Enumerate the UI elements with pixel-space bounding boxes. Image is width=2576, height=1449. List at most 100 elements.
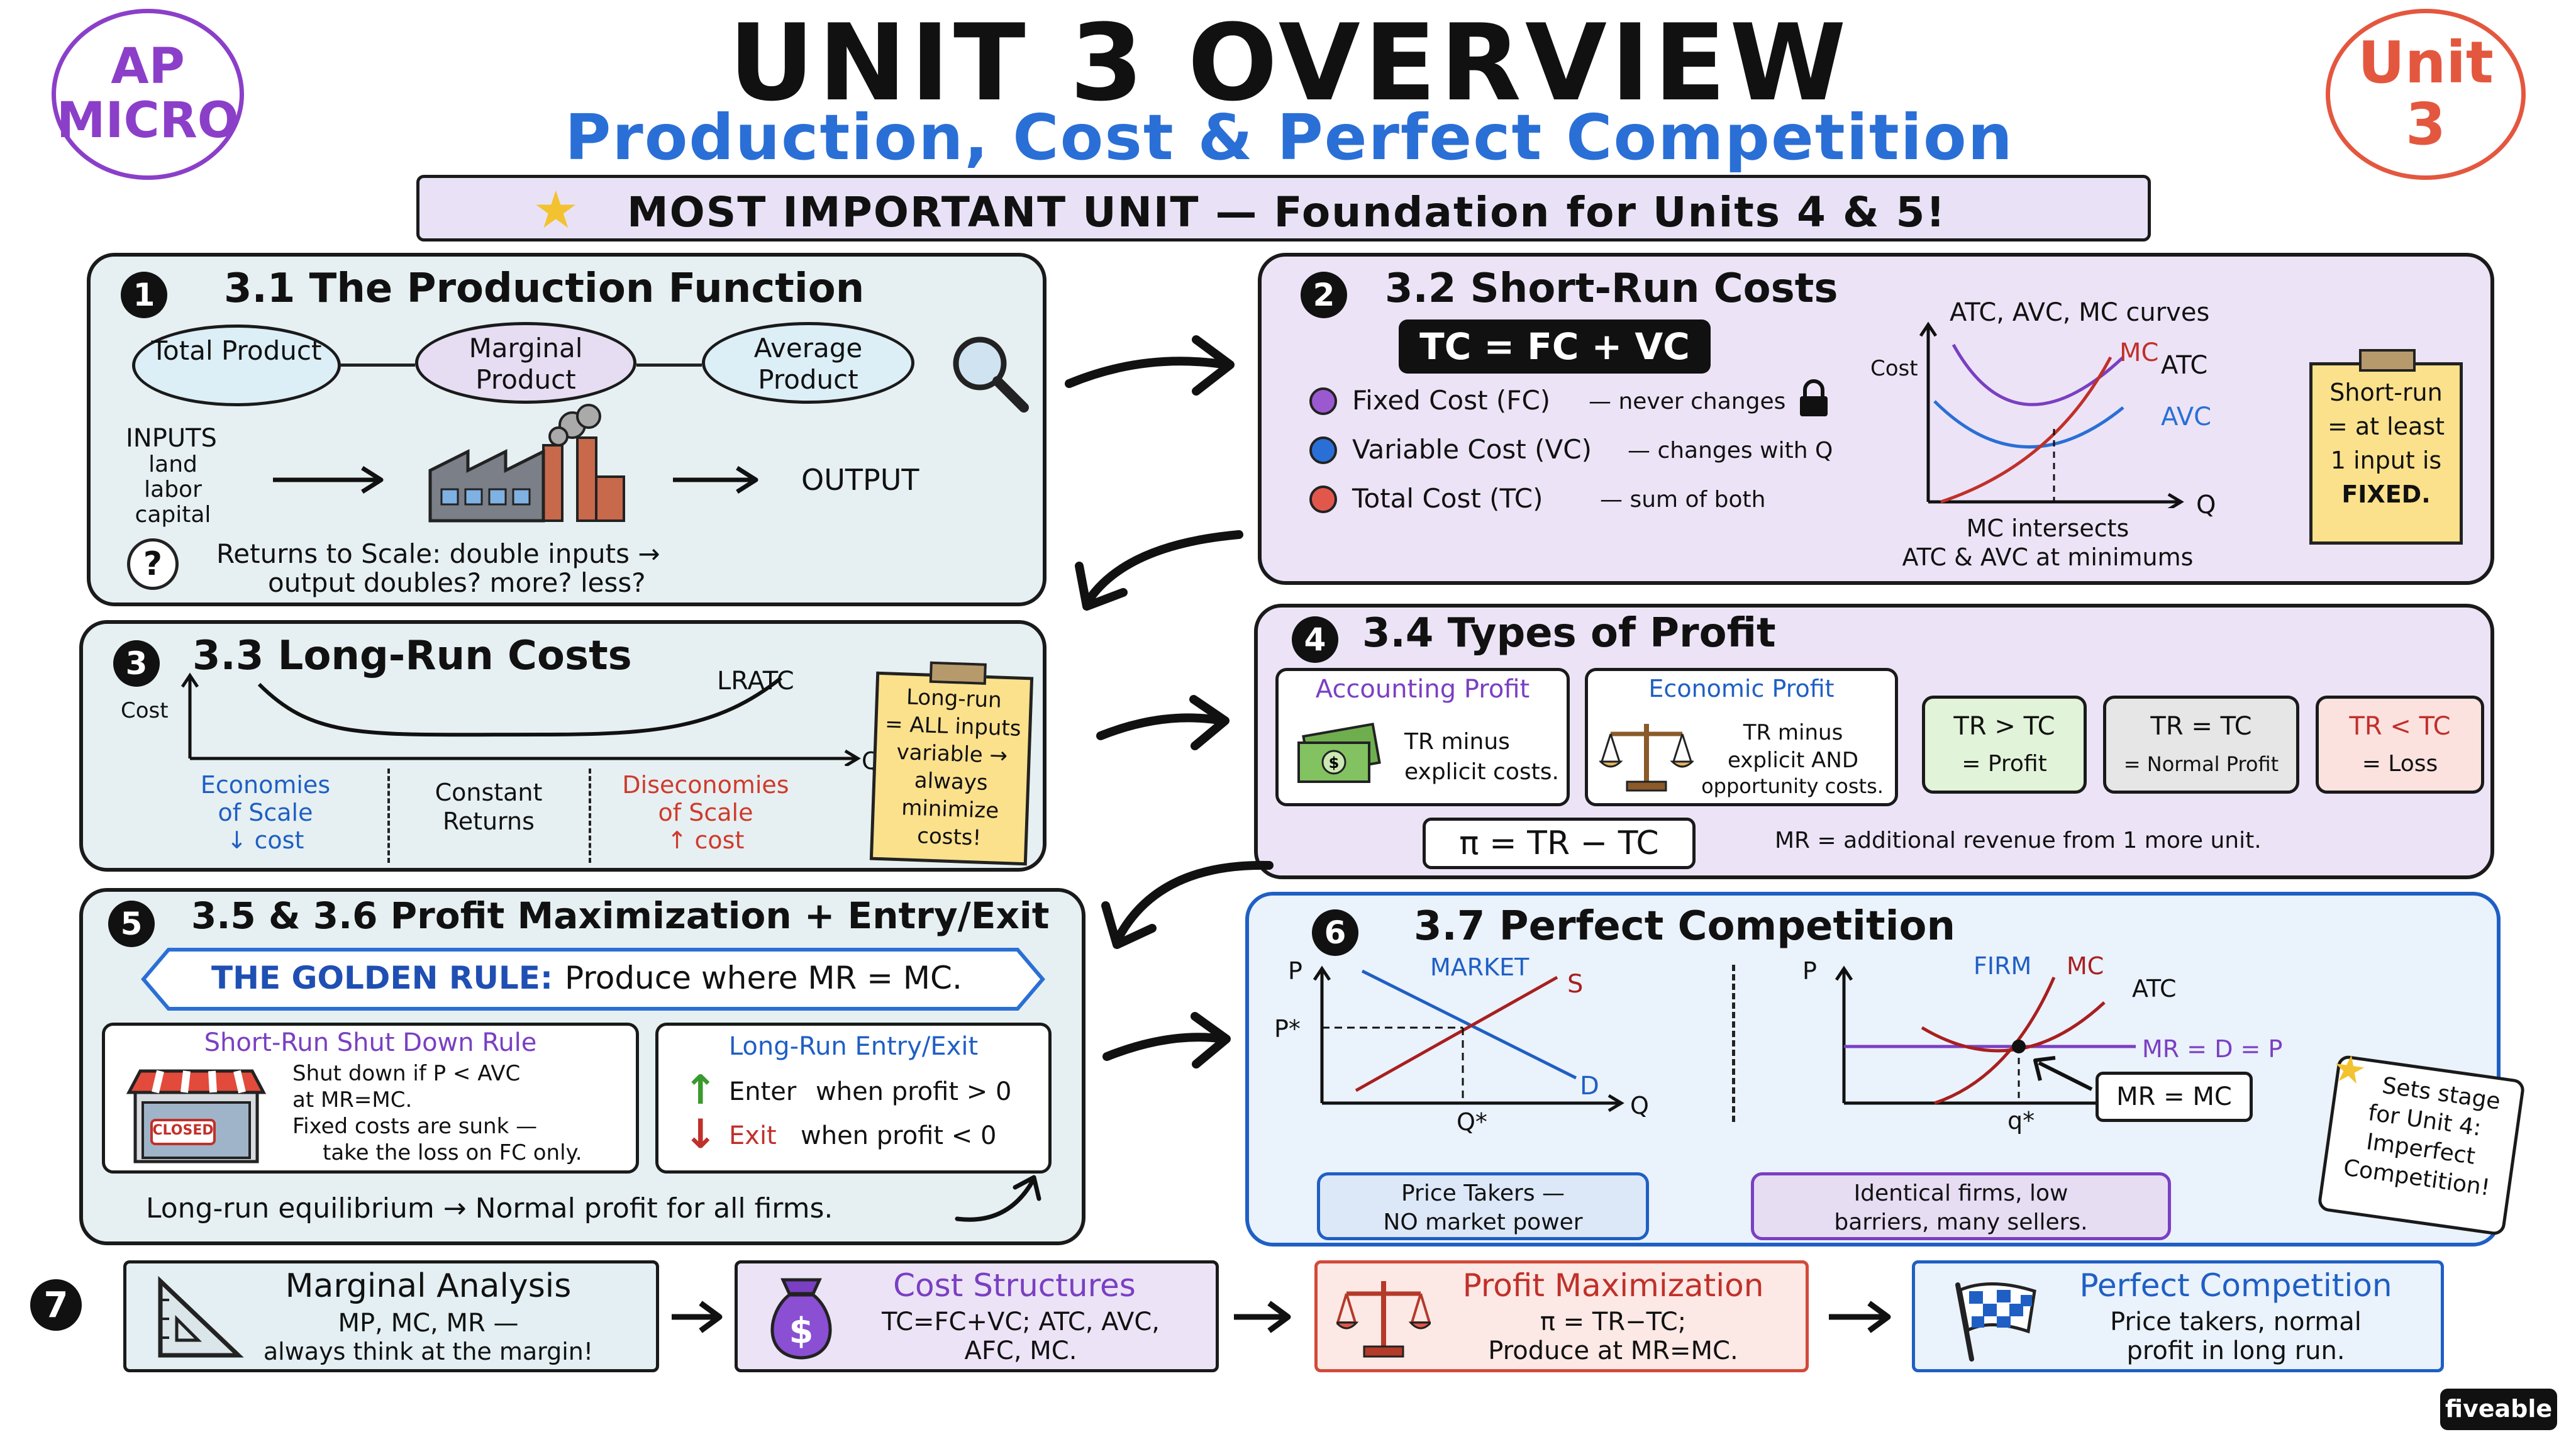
tc-name: Total Cost (TC) xyxy=(1352,483,1543,514)
connector-line xyxy=(341,364,415,367)
svg-text:$: $ xyxy=(1329,754,1340,772)
arrow-right-icon xyxy=(1829,1301,1891,1333)
balance-scale-icon xyxy=(1336,1281,1431,1358)
card-title: Profit Maximization xyxy=(1462,1267,1764,1304)
svg-text:$: $ xyxy=(789,1311,814,1352)
constant-line2: Returns xyxy=(443,808,535,835)
card-line3: Fixed costs are sunk — xyxy=(292,1114,538,1139)
arrow-right-icon xyxy=(273,466,384,494)
diseconomies-line1: Diseconomies xyxy=(622,771,789,799)
graph-title: ATC, AVC, MC curves xyxy=(1950,298,2210,327)
demand-label: D xyxy=(1580,1072,1599,1101)
panel-number: 6 xyxy=(1312,909,1358,956)
card-title: Short-Run Shut Down Rule xyxy=(204,1028,537,1057)
card-title: Cost Structures xyxy=(893,1267,1136,1304)
q-lower-star-label: q* xyxy=(2007,1107,2035,1135)
card-marginal-analysis: Marginal Analysis MP, MC, MR — always th… xyxy=(123,1260,659,1372)
closed-store-icon xyxy=(126,1069,267,1163)
graph-divider xyxy=(1732,965,1735,1122)
cost-axis-label: Cost xyxy=(1870,356,1918,381)
box-line1: TR < TC xyxy=(2349,712,2451,741)
firm-p-axis-label: P xyxy=(1802,957,1817,985)
accounting-profit-card: Accounting Profit $ TR minus explicit co… xyxy=(1275,668,1570,806)
graph-caption-line1: MC intersects xyxy=(1966,514,2129,542)
money-bag-icon: $ xyxy=(770,1278,832,1360)
profit-formula-box: π = TR − TC xyxy=(1423,818,1696,869)
tc-desc: — sum of both xyxy=(1600,487,1766,513)
arrow-right-icon xyxy=(1234,1301,1291,1333)
ap-micro-badge: AP MICRO xyxy=(52,9,244,180)
fiveable-logo: fiveable xyxy=(2440,1389,2557,1430)
returns-line2: output doubles? more? less? xyxy=(268,567,646,598)
star-icon: ★ xyxy=(2329,1045,2370,1094)
formula-text: π = TR − TC xyxy=(1459,824,1659,862)
card-line1: TR minus xyxy=(1743,720,1843,745)
scale-icon xyxy=(1599,724,1694,792)
formula-box: TC = FC + VC xyxy=(1399,319,1711,374)
long-run-entry-exit-card: Long-Run Entry/Exit ↑ Enter when profit … xyxy=(655,1023,1052,1174)
oval-average-product: Average Product xyxy=(702,322,914,404)
note-line: Short-run xyxy=(2329,379,2443,406)
card-profit-maximization: Profit Maximization π = TR−TC; Produce a… xyxy=(1314,1260,1809,1372)
card-line2: profit in long run. xyxy=(2126,1336,2345,1365)
output-label: OUTPUT xyxy=(801,463,919,497)
panel-number: 1 xyxy=(121,272,167,318)
card-line1: π = TR−TC; xyxy=(1540,1307,1687,1336)
note-line: costs! xyxy=(916,823,982,851)
atc-label: ATC xyxy=(2161,351,2208,380)
banner: ★ MOST IMPORTANT UNIT — Foundation for U… xyxy=(416,175,2151,242)
card-perfect-competition: Perfect Competition Price takers, normal… xyxy=(1912,1260,2444,1372)
box-line1: Identical firms, low xyxy=(1853,1180,2068,1206)
box-line1: TR > TC xyxy=(1953,712,2055,741)
tape-icon xyxy=(2359,349,2416,372)
flow-arrow-icon xyxy=(1075,530,1243,611)
panel-production-function: 1 3.1 The Production Function Total Prod… xyxy=(87,253,1046,606)
q-axis-label: Q xyxy=(1630,1092,1649,1119)
short-run-shutdown-card: Short-Run Shut Down Rule CLOSED Shut dow… xyxy=(102,1023,639,1174)
panel-long-run-costs: 3 3.3 Long-Run Costs Cost Q LRATC Econom… xyxy=(79,620,1046,872)
vc-name: Variable Cost (VC) xyxy=(1352,434,1592,465)
checkered-flag-icon xyxy=(1955,1282,2036,1362)
mc-label: MC xyxy=(2119,338,2159,367)
card-line2: Produce at MR=MC. xyxy=(1488,1336,1738,1365)
oval-marginal-product: Marginal Product xyxy=(415,322,636,404)
page-title: UNIT 3 OVERVIEW xyxy=(728,1,1850,125)
tape-icon xyxy=(929,661,987,685)
card-title: Economic Profit xyxy=(1648,675,1835,702)
inputs-labor: labor xyxy=(144,477,202,502)
lratc-label: LRATC xyxy=(717,667,794,696)
card-line3: opportunity costs. xyxy=(1701,774,1884,798)
mr-definition: MR = additional revenue from 1 more unit… xyxy=(1775,828,2262,853)
q-star-label: Q* xyxy=(1457,1108,1487,1136)
note-line: FIXED. xyxy=(2341,480,2431,508)
vc-desc: — changes with Q xyxy=(1628,438,1833,464)
panel-title: 3.4 Types of Profit xyxy=(1362,610,1776,657)
inputs-capital: capital xyxy=(135,502,211,528)
banner-text: MOST IMPORTANT UNIT — Foundation for Uni… xyxy=(627,188,1946,236)
panel-number: 5 xyxy=(108,901,155,947)
supply-label: S xyxy=(1567,970,1584,999)
panel-number: 3 xyxy=(113,640,160,687)
flow-arrow-icon xyxy=(1101,860,1274,949)
mr-d-p-label: MR = D = P xyxy=(2142,1035,2283,1063)
mr-mc-text: MR = MC xyxy=(2116,1082,2232,1111)
card-line2: always think at the margin! xyxy=(263,1338,594,1365)
curved-arrow-icon xyxy=(955,1175,1041,1222)
oval-label: Total Product xyxy=(151,335,322,366)
inputs-label: INPUTS xyxy=(126,424,217,453)
enter-label: Enter xyxy=(729,1077,797,1106)
box-line2: = Loss xyxy=(2362,751,2438,777)
card-line2: at MR=MC. xyxy=(292,1087,413,1113)
card-line1: Shut down if P < AVC xyxy=(292,1061,521,1086)
p-axis-label: P xyxy=(1288,957,1302,985)
arrow-right-icon xyxy=(673,466,758,494)
sets-stage-note: ★ Sets stage for Unit 4: Imperfect Compe… xyxy=(2317,1045,2526,1236)
q-axis-label: Q xyxy=(2196,491,2216,519)
factory-icon xyxy=(428,404,625,523)
lock-icon xyxy=(1800,379,1828,416)
flow-arrow-icon xyxy=(1102,1012,1231,1069)
panel-title: 3.7 Perfect Competition xyxy=(1414,903,1956,950)
oval-total-product: Total Product xyxy=(132,325,341,406)
note-line: 1 input is xyxy=(2330,447,2442,474)
pointer-arrow-icon xyxy=(2033,1056,2093,1091)
